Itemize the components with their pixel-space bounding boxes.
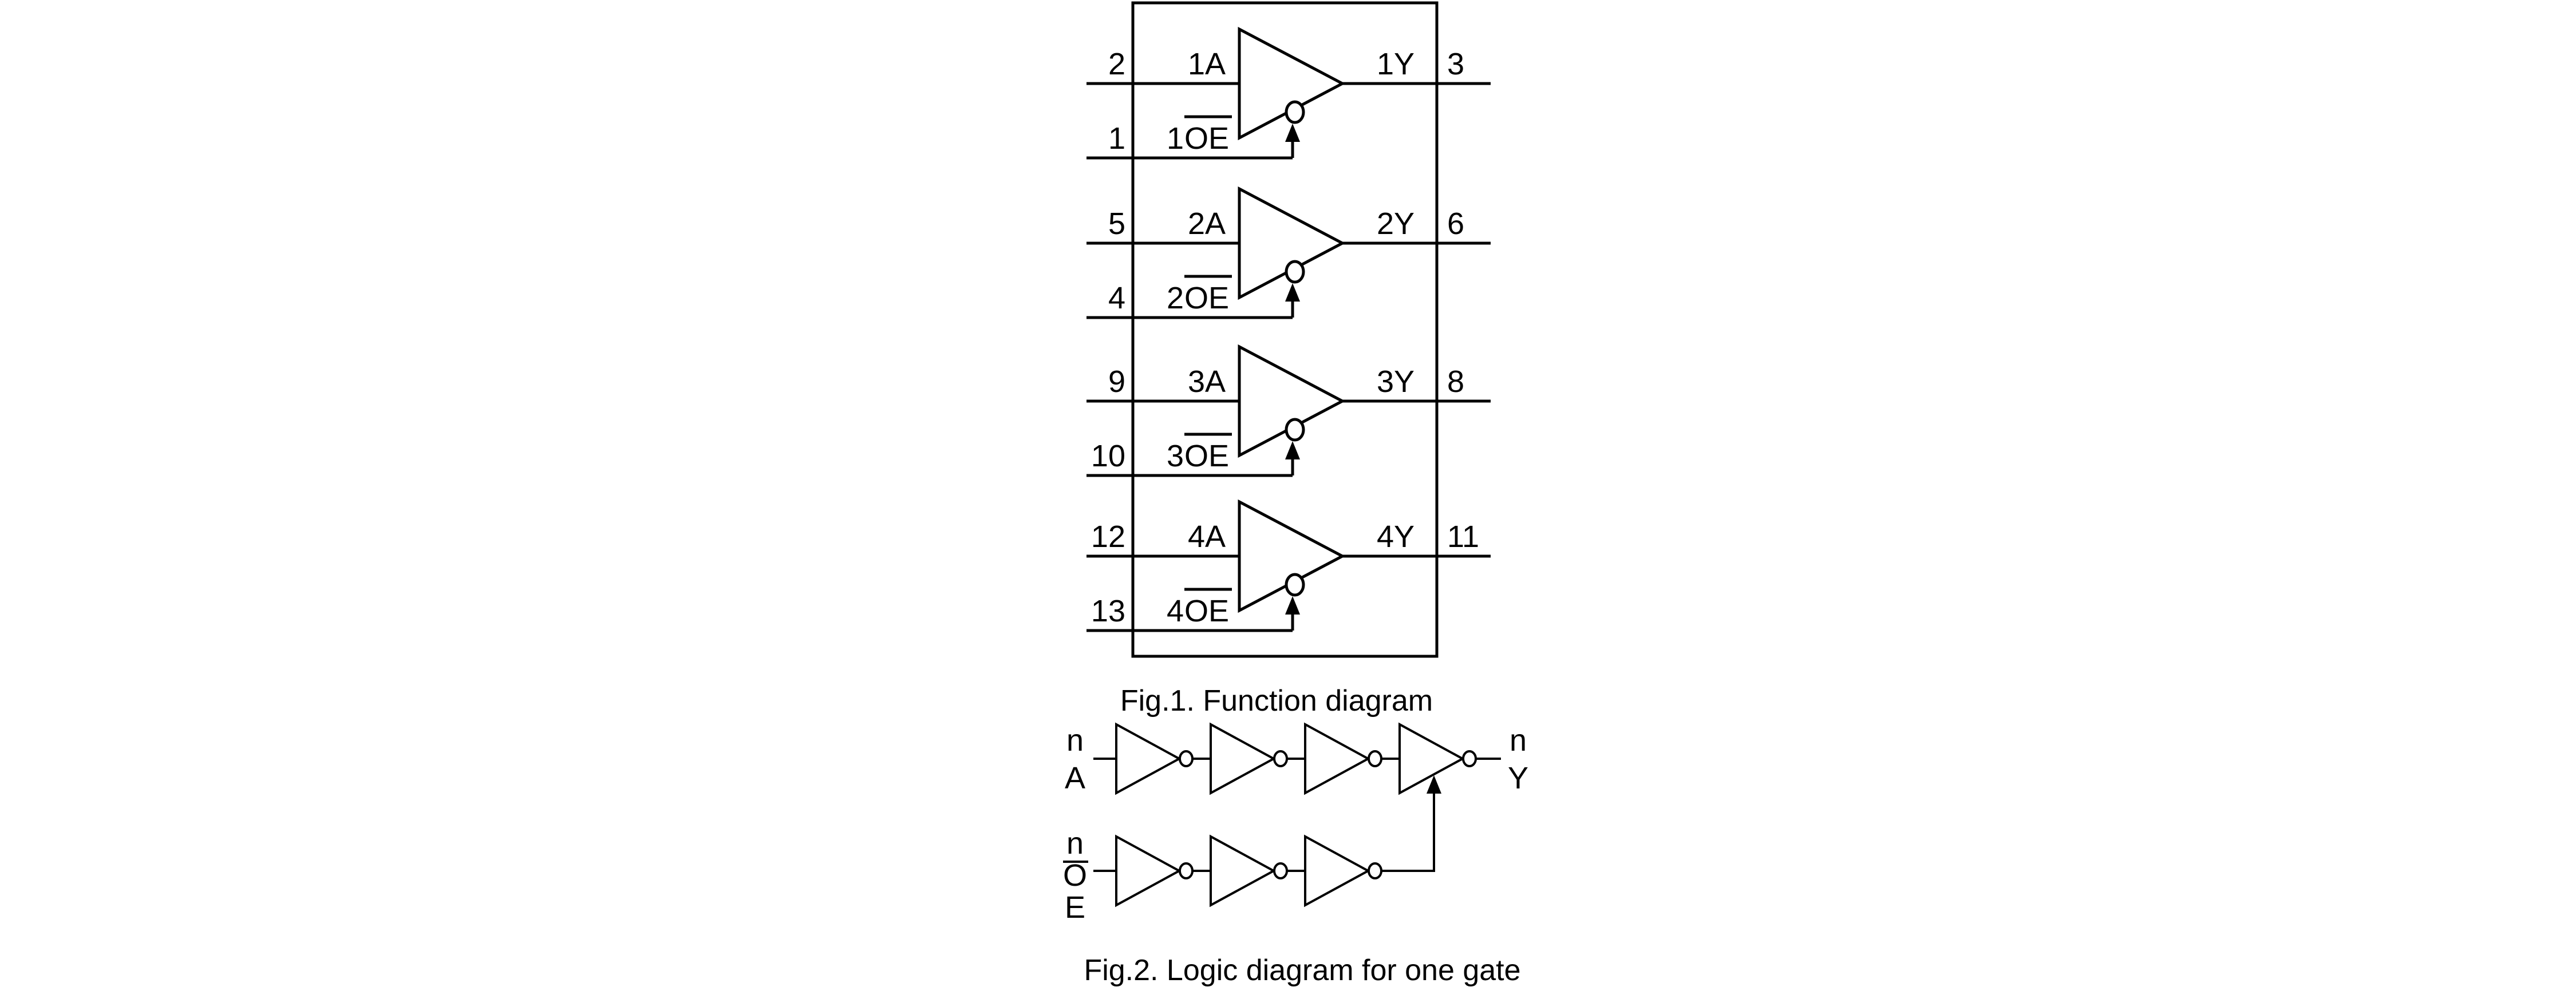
gate1-oe-pin-number: 1 [1108, 121, 1125, 156]
gate2-oe-label-name: OE [1184, 281, 1229, 315]
fig2-inverter2-triangle [1210, 722, 1277, 795]
gate4-output-pin-number: 11 [1447, 520, 1479, 554]
fig2-enable-inverter2-bubble-icon [1273, 862, 1288, 879]
gate1-output-pin-number: 3 [1447, 47, 1464, 81]
gate4-oe-pin-number: 13 [1091, 594, 1125, 628]
figure1-caption: Fig.1. Function diagram [1120, 684, 1433, 718]
gate4-enable-arrowhead-icon [1285, 596, 1300, 615]
fig2-enable-inverter1-bubble-icon [1179, 862, 1194, 879]
gate2-input-pin-number: 5 [1108, 207, 1125, 241]
fig2-enable-label-e: E [1065, 890, 1085, 925]
gate4-oe-label-name: OE [1184, 594, 1229, 628]
fig2-output-bubble-icon [1462, 750, 1477, 767]
fig2-inverter3-triangle [1304, 722, 1371, 795]
ic-outline [1131, 1, 1439, 658]
gate2-output-pin-number: 6 [1447, 207, 1464, 241]
gate1-input-label: 1A [1188, 47, 1226, 81]
fig2-output-stage-triangle [1398, 722, 1465, 795]
gate-2: 5 2A 2Y 6 4 2 OE [1086, 186, 1491, 319]
fig2-enable-inverter3-bubble-icon [1368, 862, 1382, 879]
gate-4: 12 4A 4Y 11 13 4 OE [1086, 499, 1491, 632]
gate4-output-label: 4Y [1377, 520, 1415, 554]
figure2-logic-diagram: n A n Y n O E Fig.2. Logic [1063, 722, 1528, 987]
gate1-enable-bubble-icon [1285, 100, 1305, 124]
gate3-output-label: 3Y [1377, 364, 1415, 399]
fig2-enable-inverter2-triangle [1210, 834, 1277, 907]
fig2-output-label-n: n [1510, 723, 1527, 758]
fig2-enable-arrowhead-icon [1427, 775, 1441, 794]
fig2-enable-inverter1-triangle [1115, 834, 1182, 907]
gate-3: 9 3A 3Y 8 10 3 OE [1086, 344, 1491, 477]
gate3-input-label: 3A [1188, 364, 1226, 399]
gate3-oe-pin-number: 10 [1091, 439, 1125, 473]
gate2-enable-bubble-icon [1285, 260, 1305, 284]
gate3-input-pin-number: 9 [1108, 364, 1125, 399]
gate1-oe-label-name: OE [1184, 121, 1229, 156]
gate1-oe-label-prefix: 1 [1167, 121, 1184, 156]
figure1-function-diagram: 2 1A 1Y 3 1 1 OE 5 2A 2Y 6 4 2 OE [1086, 1, 1491, 718]
fig2-enable-label-n: n [1066, 826, 1084, 861]
gate3-oe-label-prefix: 3 [1167, 439, 1184, 473]
gate3-output-pin-number: 8 [1447, 364, 1464, 399]
gate2-enable-arrowhead-icon [1285, 283, 1300, 302]
gate3-enable-bubble-icon [1285, 418, 1305, 442]
fig2-enable-label-o: O [1063, 858, 1087, 893]
gate2-output-label: 2Y [1377, 207, 1415, 241]
fig2-input-label-a: A [1065, 761, 1085, 795]
gate3-enable-arrowhead-icon [1285, 441, 1300, 459]
fig2-output-label-y: Y [1508, 761, 1528, 795]
gate4-oe-label-prefix: 4 [1167, 594, 1184, 628]
fig2-inverter2-bubble-icon [1273, 750, 1288, 767]
fig2-inverter3-bubble-icon [1368, 750, 1382, 767]
figure2-caption: Fig.2. Logic diagram for one gate [1084, 954, 1520, 987]
gate1-output-label: 1Y [1377, 47, 1415, 81]
gate3-oe-label-name: OE [1184, 439, 1229, 473]
gate2-oe-label-prefix: 2 [1167, 281, 1184, 315]
gate2-input-label: 2A [1188, 207, 1226, 241]
fig2-enable-inverter3-triangle [1304, 834, 1371, 907]
gate-1: 2 1A 1Y 3 1 1 OE [1086, 26, 1491, 160]
gate1-enable-arrowhead-icon [1285, 124, 1300, 142]
gate4-input-pin-number: 12 [1091, 520, 1125, 554]
gate2-oe-pin-number: 4 [1108, 281, 1125, 315]
gate1-input-pin-number: 2 [1108, 47, 1125, 81]
gate4-enable-bubble-icon [1285, 573, 1305, 597]
gate4-input-label: 4A [1188, 520, 1226, 554]
fig2-inverter1-bubble-icon [1179, 750, 1194, 767]
fig2-inverter1-triangle [1115, 722, 1182, 795]
fig2-input-label-n: n [1066, 723, 1084, 758]
